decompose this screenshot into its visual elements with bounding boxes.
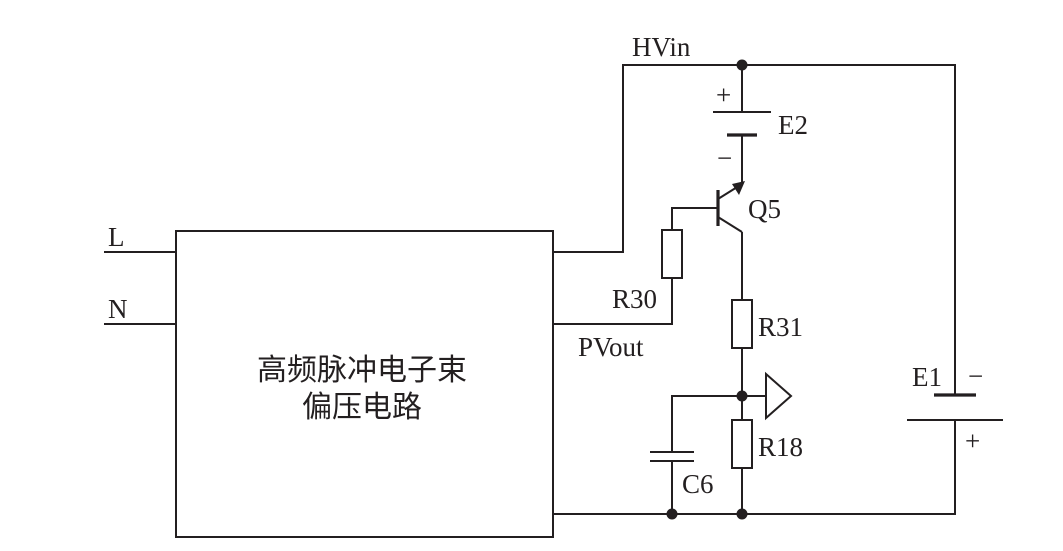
r18-ground-junction [736, 508, 748, 520]
return-wire [553, 420, 956, 515]
r18-resistor [731, 419, 753, 469]
hvin-wire [553, 64, 956, 395]
r30-label: R30 [612, 284, 657, 314]
q5-label: Q5 [748, 194, 781, 224]
q5-base-lead [671, 207, 718, 230]
e1-minus-sign: − [968, 361, 983, 391]
output-port-triangle [765, 371, 793, 421]
r31-resistor [731, 299, 753, 349]
pvout-label: PVout [578, 332, 644, 362]
e1-label: E1 [912, 362, 942, 392]
c6-top-wire [671, 395, 742, 452]
bias-circuit-block [175, 230, 554, 538]
q5-emitter-arrow [732, 181, 745, 195]
r18-label: R18 [758, 432, 803, 462]
q5-collector [717, 216, 743, 233]
e2-plus-sign: + [716, 80, 731, 110]
e1-plus-sign: + [965, 426, 980, 456]
e2-label: E2 [778, 110, 808, 140]
e2-minus-sign: − [717, 143, 732, 173]
neutral-label: N [108, 294, 128, 324]
block-label-line1: 高频脉冲电子束 [257, 353, 467, 388]
block-label-line2: 偏压电路 [302, 390, 422, 425]
hvin-label: HVin [632, 32, 691, 62]
c6-ground-junction [666, 508, 678, 520]
r30-resistor [661, 229, 683, 279]
r31-label: R31 [758, 312, 803, 342]
live-label: L [108, 222, 125, 252]
pvout-wire [553, 278, 673, 325]
c6-label: C6 [682, 469, 714, 499]
